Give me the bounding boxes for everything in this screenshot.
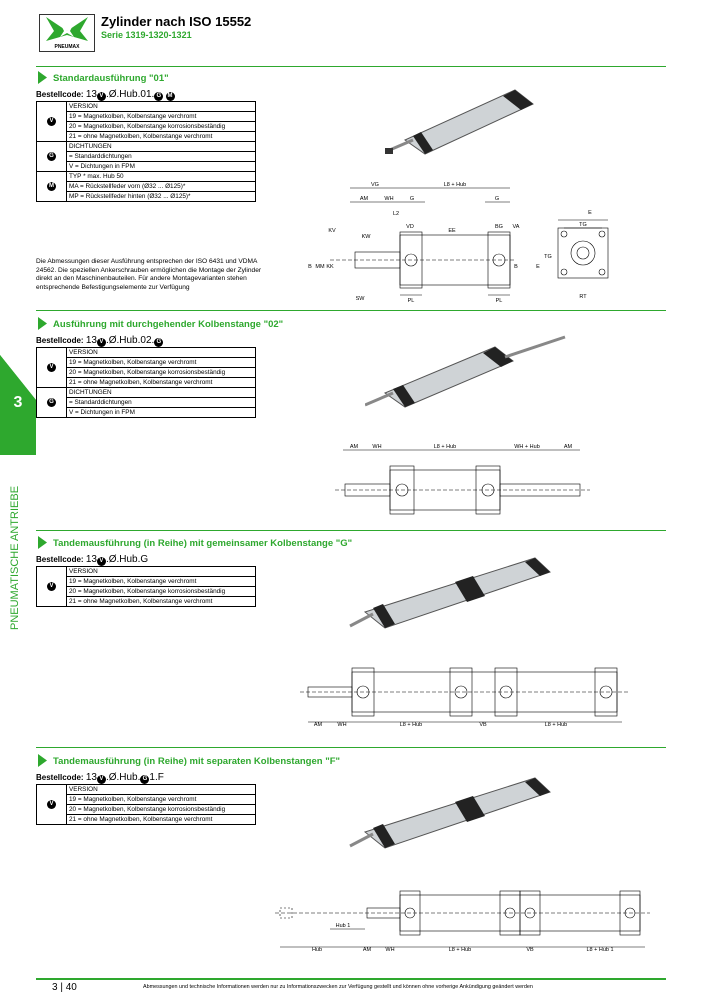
svg-text:VG: VG <box>371 182 379 188</box>
footer-divider <box>36 978 666 980</box>
svg-text:PL: PL <box>496 298 503 304</box>
cylinder-photo-01 <box>385 89 534 155</box>
dimension-drawing-02: AM WH L8 + Hub WH + Hub AM <box>335 444 590 515</box>
svg-text:L2: L2 <box>393 211 399 217</box>
section-title-03: Tandemausführung (in Reihe) mit gemeinsa… <box>53 538 353 549</box>
svg-text:E: E <box>536 264 540 270</box>
svg-text:WH: WH <box>384 196 393 202</box>
section-title-01: Standardausführung "01" <box>53 73 169 84</box>
section-divider <box>36 530 666 531</box>
dimension-drawing-01: VG L8 + Hub AM WH G G L2 E KV KW VD EE B… <box>308 182 609 304</box>
svg-text:KW: KW <box>362 234 372 240</box>
section-arrow-icon <box>38 317 47 330</box>
dimension-drawing-03: AM WH L8 + Hub VB L8 + Hub <box>300 667 630 728</box>
svg-text:B: B <box>514 264 518 270</box>
svg-text:VB: VB <box>526 947 534 953</box>
svg-text:PL: PL <box>408 298 415 304</box>
chapter-label: PNEUMATISCHE ANTRIEBE <box>0 460 36 630</box>
svg-text:AM: AM <box>564 444 573 450</box>
section-divider <box>36 66 666 67</box>
svg-text:RT: RT <box>579 294 587 300</box>
svg-text:WH: WH <box>372 444 381 450</box>
svg-text:L8 + Hub: L8 + Hub <box>545 722 567 728</box>
section-arrow-icon <box>38 754 47 767</box>
svg-text:EE: EE <box>448 228 456 234</box>
svg-text:L8 + Hub: L8 + Hub <box>449 947 471 953</box>
svg-text:G: G <box>495 196 499 202</box>
svg-text:PNEUMATISCHE ANTRIEBE: PNEUMATISCHE ANTRIEBE <box>9 486 21 630</box>
svg-text:VD: VD <box>406 224 414 230</box>
footer-note: Abmessungen und technische Informationen… <box>143 984 533 990</box>
svg-text:MM: MM <box>315 264 325 270</box>
section-title-02: Ausführung mit durchgehender Kolbenstang… <box>53 319 284 330</box>
section-title-04: Tandemausführung (in Reihe) mit separate… <box>53 756 340 767</box>
svg-text:TG: TG <box>579 222 587 228</box>
section-arrow-icon <box>38 71 47 84</box>
svg-text:SW: SW <box>356 296 366 302</box>
svg-text:PNEUMAX: PNEUMAX <box>54 44 80 50</box>
svg-text:AM: AM <box>314 722 323 728</box>
dimension-drawing-04: Hub 1 Hub AM WH L8 + Hub VB L8 + Hub 1 <box>275 890 650 953</box>
svg-text:G: G <box>410 196 414 202</box>
svg-text:WH: WH <box>385 947 394 953</box>
svg-text:Hub 1: Hub 1 <box>336 923 351 929</box>
page-title: Zylinder nach ISO 15552 <box>101 14 252 29</box>
svg-text:E: E <box>588 210 592 216</box>
svg-text:VB: VB <box>479 722 487 728</box>
svg-text:B: B <box>308 264 312 270</box>
page-number: 3 | 40 <box>52 982 77 993</box>
svg-text:AM: AM <box>360 196 369 202</box>
svg-text:AM: AM <box>350 444 359 450</box>
svg-text:WH: WH <box>337 722 346 728</box>
svg-text:L8 + Hub: L8 + Hub <box>434 444 456 450</box>
svg-text:WH + Hub: WH + Hub <box>514 444 540 450</box>
svg-text:L8 + Hub: L8 + Hub <box>444 182 466 188</box>
svg-text:AM: AM <box>363 947 372 953</box>
svg-text:KV: KV <box>328 228 336 234</box>
svg-text:L8 + Hub: L8 + Hub <box>400 722 422 728</box>
section-divider <box>36 310 666 311</box>
chapter-tab: 3 <box>0 355 36 455</box>
svg-text:3: 3 <box>14 394 23 411</box>
section-arrow-icon <box>38 536 47 549</box>
cylinder-photo-04 <box>349 777 551 849</box>
page-subtitle: Serie 1319-1320-1321 <box>101 30 192 40</box>
cylinder-photo-02 <box>365 335 566 408</box>
description-paragraph: Die Abmessungen dieser Ausführung entspr… <box>36 258 262 291</box>
svg-text:L8 + Hub 1: L8 + Hub 1 <box>586 947 613 953</box>
svg-text:KK: KK <box>326 264 334 270</box>
svg-text:BG: BG <box>495 224 503 230</box>
pneumax-logo: PNEUMAX <box>39 14 95 52</box>
svg-text:Hub: Hub <box>312 947 322 953</box>
svg-text:TG: TG <box>544 254 552 260</box>
cylinder-photo-03 <box>349 557 551 629</box>
svg-text:VA: VA <box>513 224 520 230</box>
section-divider <box>36 747 666 748</box>
